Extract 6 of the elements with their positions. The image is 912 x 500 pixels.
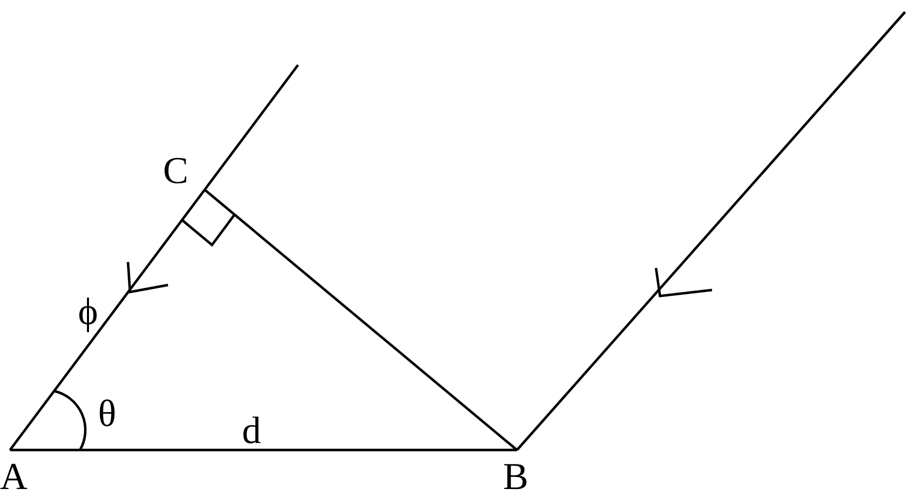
angle-label: θ [98, 395, 116, 433]
point-label: A [0, 458, 28, 496]
phase-label: ϕ [78, 293, 98, 331]
point-label: C [163, 152, 188, 190]
length-label: d [242, 412, 261, 450]
point-label: B [503, 458, 528, 496]
